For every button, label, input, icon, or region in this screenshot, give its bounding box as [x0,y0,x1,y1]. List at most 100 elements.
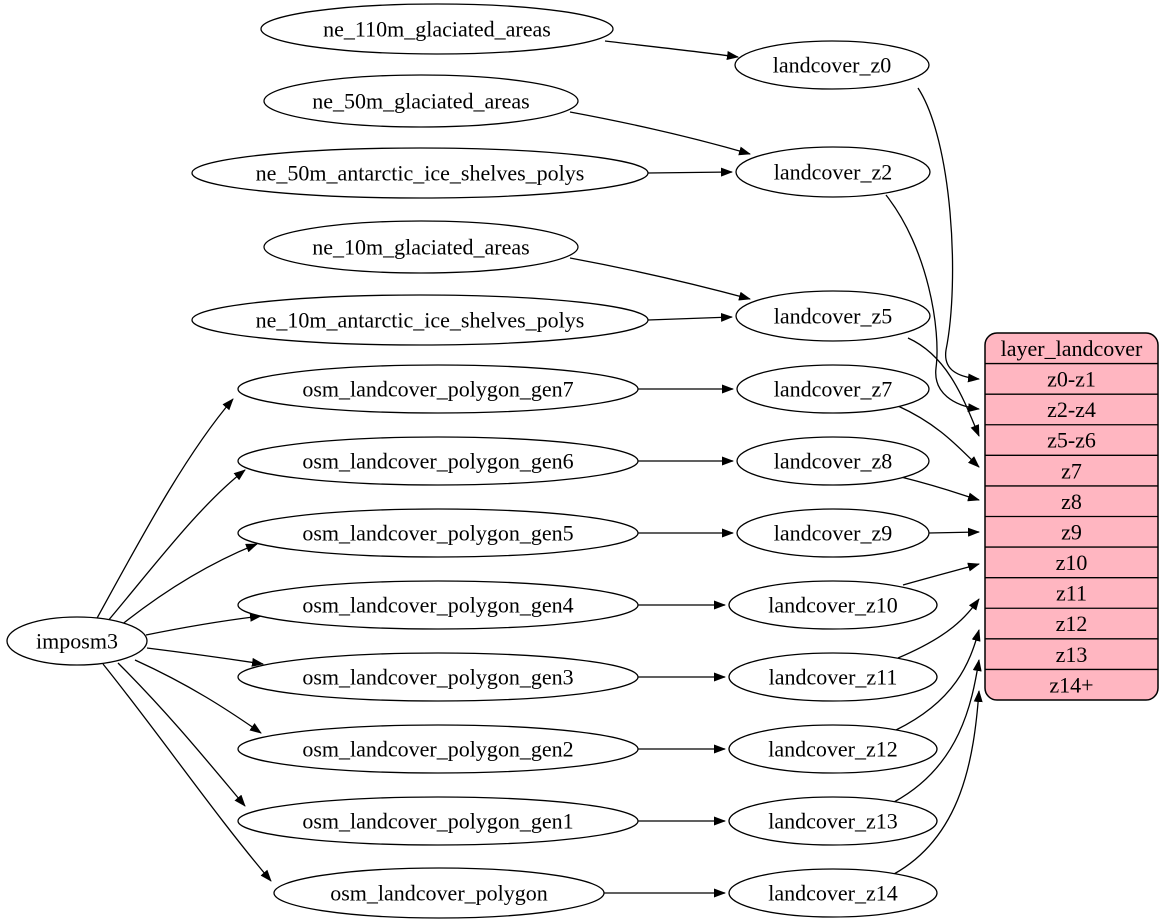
node-landcover_z9-label: landcover_z9 [774,521,893,546]
node-landcover_z12-label: landcover_z12 [768,737,898,762]
node-ne_50m_antarctic_ice_shelves_polys-shape [191,147,649,199]
node-osm_landcover_polygon_gen7-label: osm_landcover_polygon_gen7 [302,377,573,402]
node-landcover_z11: landcover_z11 [728,652,938,702]
node-ne_10m_glaciated_areas: ne_10m_glaciated_areas [263,220,579,274]
record-row-z0-z1: z0-z1 [1047,367,1096,392]
node-landcover_z8: landcover_z8 [736,436,930,486]
node-osm_landcover_polygon_gen2-shape [237,724,639,774]
node-imposm3-label: imposm3 [36,629,118,654]
record-row-z7: z7 [1061,458,1082,483]
node-landcover_z5-label: landcover_z5 [774,304,893,329]
node-osm_landcover_polygon_gen6-label: osm_landcover_polygon_gen6 [302,449,573,474]
node-landcover_z0-shape [734,40,930,90]
edge-ne_50m_antarctic_ice_shelves_polys-to-landcover_z2 [647,167,733,177]
node-osm_landcover_polygon_gen1-label: osm_landcover_polygon_gen1 [302,809,573,834]
node-landcover_z8-shape [736,436,930,486]
edge-landcover_z0-to-layer_landcover.z0-z1 [917,87,980,383]
edge-landcover_z14-to-layer_landcover.z14+ [893,690,983,875]
edge-imposm3-to-osm_landcover_polygon_gen4 [145,612,262,636]
node-landcover_z13-shape [728,796,938,846]
record-row-z12: z12 [1056,611,1088,636]
node-ne_50m_glaciated_areas: ne_50m_glaciated_areas [263,74,579,128]
record-row-z9: z9 [1061,519,1082,544]
node-landcover_z7-label: landcover_z7 [774,377,893,402]
node-ne_50m_glaciated_areas-label: ne_50m_glaciated_areas [312,89,529,114]
node-landcover_z2-shape [735,146,931,198]
node-landcover_z12: landcover_z12 [728,724,938,774]
node-ne_50m_glaciated_areas-shape [263,74,579,128]
node-landcover_z5: landcover_z5 [735,290,931,342]
node-landcover_z0-label: landcover_z0 [773,53,892,78]
edge-landcover_z7-to-layer_landcover.z7 [897,405,980,468]
edge-ne_110m_glaciated_areas-to-landcover_z0 [604,40,739,60]
node-osm_landcover_polygon_gen6: osm_landcover_polygon_gen6 [237,436,639,486]
node-osm_landcover_polygon_gen7-shape [237,364,639,414]
record-row-z5-z6: z5-z6 [1047,428,1096,453]
record-row-z13: z13 [1056,642,1088,667]
node-landcover_z12-shape [728,724,938,774]
edge-imposm3-to-osm_landcover_polygon [102,663,272,882]
node-landcover_z11-label: landcover_z11 [769,665,898,690]
node-landcover_z0: landcover_z0 [734,40,930,90]
edge-imposm3-to-osm_landcover_polygon_gen6 [106,469,246,623]
record-row-z11: z11 [1056,581,1087,606]
node-landcover_z14-shape [728,868,938,918]
node-ne_10m_antarctic_ice_shelves_polys: ne_10m_antarctic_ice_shelves_polys [191,294,649,346]
node-landcover_z9-shape [736,508,930,558]
edge-landcover_z9-to-layer_landcover.z9 [928,527,980,537]
node-landcover_z10-label: landcover_z10 [768,593,898,618]
node-imposm3: imposm3 [6,616,148,666]
node-osm_landcover_polygon_gen1: osm_landcover_polygon_gen1 [237,796,639,846]
node-landcover_z14: landcover_z14 [728,868,938,918]
edge-imposm3-to-osm_landcover_polygon_gen7 [95,398,234,621]
node-ne_110m_glaciated_areas-shape [260,3,614,55]
edge-ne_10m_glaciated_areas-to-landcover_z5 [569,257,751,301]
edge-landcover_z10-to-layer_landcover.z10 [902,562,980,586]
edge-imposm3-to-osm_landcover_polygon_gen1 [117,662,246,807]
node-osm_landcover_polygon-shape [273,867,605,919]
node-landcover_z5-shape [735,290,931,342]
node-osm_landcover_polygon_gen6-shape [237,436,639,486]
node-ne_10m_glaciated_areas-label: ne_10m_glaciated_areas [312,235,529,260]
edge-imposm3-to-osm_landcover_polygon_gen2 [134,659,262,734]
record-row-z2-z4: z2-z4 [1047,397,1096,422]
edge-imposm3-to-osm_landcover_polygon_gen3 [146,647,264,667]
edge-landcover_z5-to-layer_landcover.z5-z6 [907,337,980,437]
node-ne_10m_antarctic_ice_shelves_polys-label: ne_10m_antarctic_ice_shelves_polys [256,308,585,333]
edge-ne_50m_glaciated_areas-to-landcover_z2 [569,111,751,156]
node-landcover_z9: landcover_z9 [736,508,930,558]
edge-landcover_z11-to-layer_landcover.z11 [897,598,980,659]
node-ne_10m_glaciated_areas-shape [263,220,579,274]
node-osm_landcover_polygon_gen4-shape [237,580,639,630]
node-ne_110m_glaciated_areas: ne_110m_glaciated_areas [260,3,614,55]
record-row-z14+: z14+ [1049,672,1093,697]
node-landcover_z10: landcover_z10 [728,580,938,630]
node-osm_landcover_polygon: osm_landcover_polygon [273,867,605,919]
node-osm_landcover_polygon_gen3: osm_landcover_polygon_gen3 [237,652,639,702]
record-layer_landcover: layer_landcover z0-z1 z2-z4 z5-z6 z7 z8 z9 z10 z… [984,332,1159,701]
edge-landcover_z2-to-layer_landcover.z2-z4 [885,194,980,413]
node-landcover_z10-shape [728,580,938,630]
node-osm_landcover_polygon_gen4: osm_landcover_polygon_gen4 [237,580,639,630]
node-landcover_z2-label: landcover_z2 [774,160,893,185]
node-osm_landcover_polygon_gen7: osm_landcover_polygon_gen7 [237,364,639,414]
edge-landcover_z13-to-layer_landcover.z13 [893,659,982,803]
node-landcover_z7: landcover_z7 [736,364,930,414]
record-title: layer_landcover [1001,336,1143,361]
node-ne_110m_glaciated_areas-label: ne_110m_glaciated_areas [323,17,551,42]
node-landcover_z7-shape [736,364,930,414]
node-landcover_z13-label: landcover_z13 [768,809,898,834]
node-osm_landcover_polygon_gen3-shape [237,652,639,702]
edge-ne_10m_antarctic_ice_shelves_polys-to-landcover_z5 [647,312,733,322]
record-row-z8: z8 [1061,489,1082,514]
node-osm_landcover_polygon_gen1-shape [237,796,639,846]
node-ne_50m_antarctic_ice_shelves_polys-label: ne_50m_antarctic_ice_shelves_polys [256,161,585,186]
edge-landcover_z8-to-layer_landcover.z8 [900,476,980,502]
node-osm_landcover_polygon-label: osm_landcover_polygon [330,881,548,906]
node-osm_landcover_polygon_gen5-shape [237,508,639,558]
node-landcover_z13: landcover_z13 [728,796,938,846]
node-osm_landcover_polygon_gen4-label: osm_landcover_polygon_gen4 [302,593,573,618]
record-row-z10: z10 [1056,550,1088,575]
